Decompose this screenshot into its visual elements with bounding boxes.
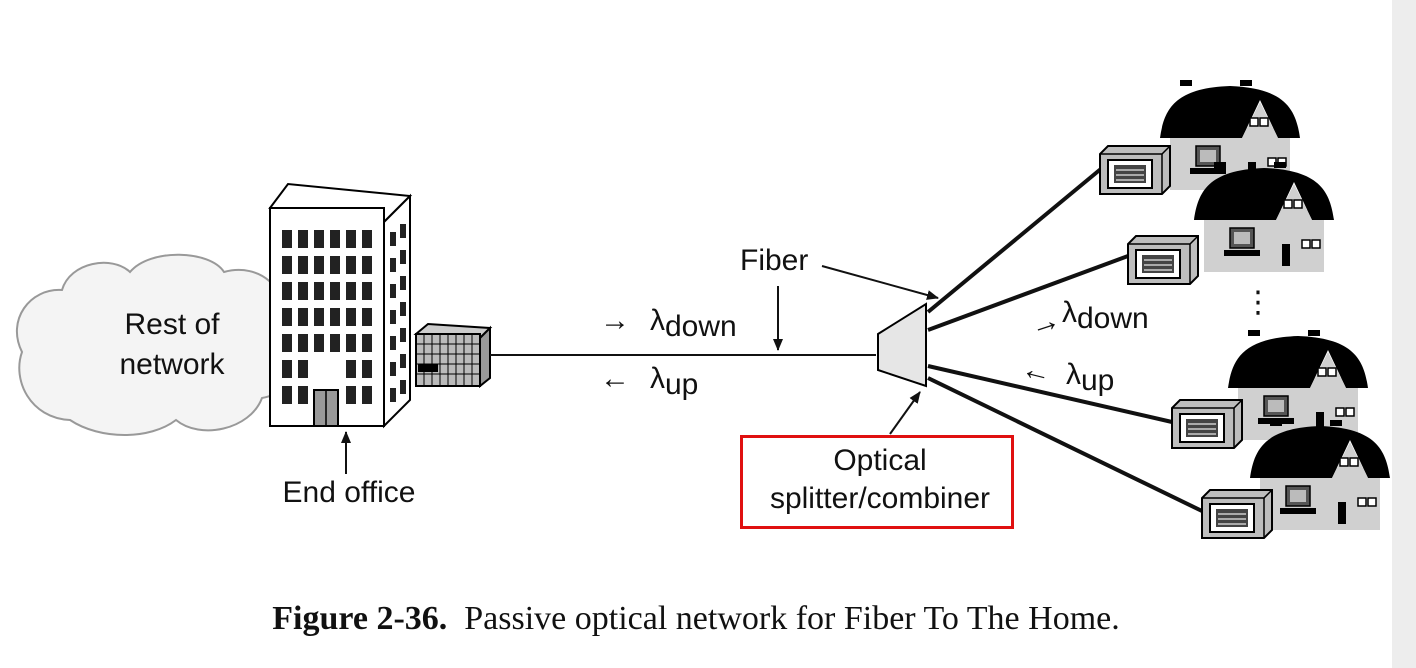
splitter-pointer-arrow <box>889 391 921 435</box>
fiber-pointer-arrow <box>821 265 939 300</box>
building-icon <box>268 182 413 429</box>
lambda-up-arrow: ← <box>600 362 630 395</box>
lambda-up-right-arrow: ← <box>1018 352 1055 391</box>
lambda-down-right-arrow: → <box>1026 303 1065 344</box>
splitter-label-2: splitter/combiner <box>770 482 990 515</box>
figure-number: Figure 2-36. <box>272 600 448 637</box>
branch-fibers <box>926 166 1205 514</box>
lambda-down-left: λdown <box>650 304 737 343</box>
end-office-label: End office <box>283 476 416 509</box>
olt-equipment-icon <box>413 322 493 389</box>
figure-caption: Figure 2-36. Passive optical network for… <box>0 600 1392 638</box>
scrollbar-track[interactable] <box>1392 0 1416 668</box>
highlight-box <box>740 435 1014 529</box>
lambda-up-left: λup <box>650 362 698 401</box>
splitter-icon <box>877 302 927 388</box>
figure-caption-text: Passive optical network for Fiber To The… <box>464 600 1120 637</box>
lambda-down-right: λdown <box>1062 296 1149 335</box>
rest-of-network-label-1: Rest of <box>124 308 220 341</box>
lambda-up-right: λup <box>1066 358 1114 397</box>
rest-of-network-label-2: network <box>119 348 225 381</box>
cloud-network <box>16 253 298 436</box>
lambda-down-arrow: → <box>600 304 630 337</box>
fiber-label: Fiber <box>740 244 808 277</box>
splitter-label-1: Optical <box>833 444 926 477</box>
more-homes-ellipsis: ⋮ <box>1243 286 1273 319</box>
